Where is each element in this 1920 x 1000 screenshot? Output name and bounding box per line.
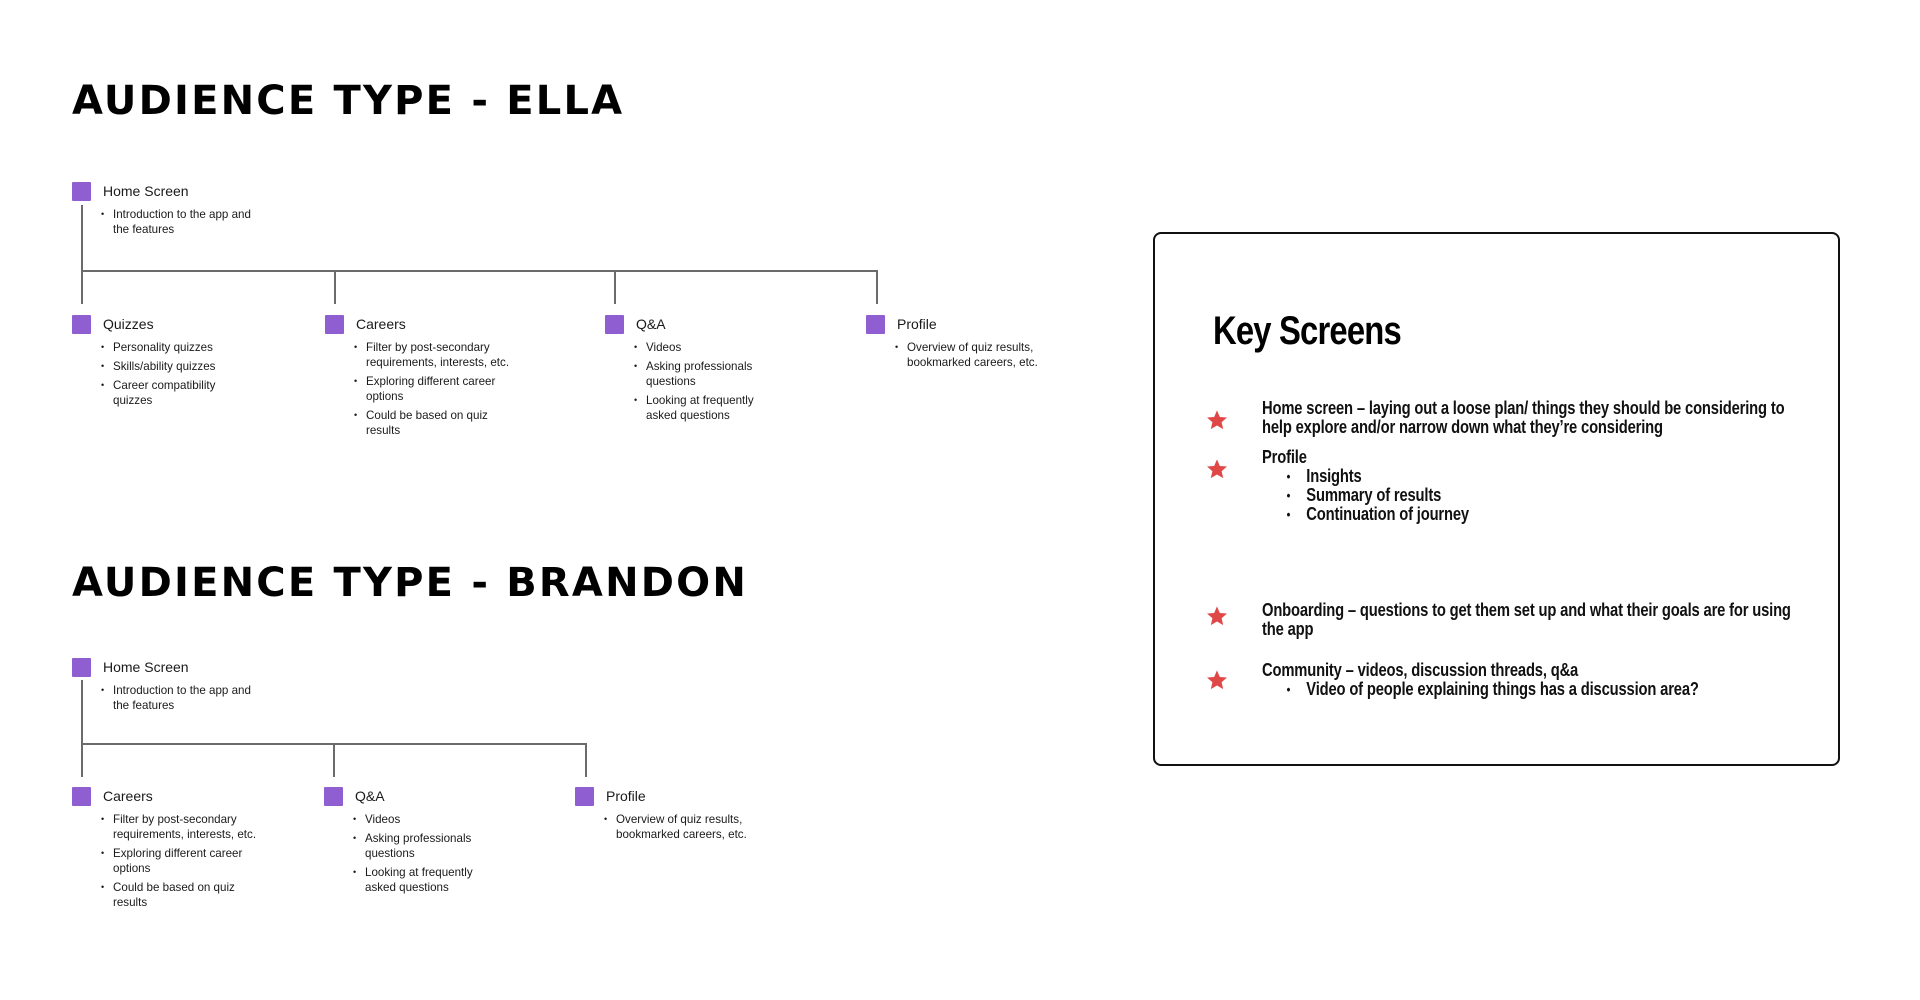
node-square-icon <box>605 315 624 334</box>
key-screen-text: Home screen – laying out a loose plan/ t… <box>1262 398 1785 437</box>
node-square-icon <box>72 787 91 806</box>
connector-line <box>81 680 83 745</box>
key-screen-sublist: Insights Summary of results Continuation… <box>1262 467 1804 525</box>
brandon-title: AUDIENCE TYPE - BRANDON <box>72 560 749 606</box>
node-square-icon <box>325 315 344 334</box>
bullet-item: Exploring different career options <box>354 374 514 404</box>
bullet-item: Looking at frequently asked questions <box>353 865 503 895</box>
node-label: Careers <box>103 788 153 804</box>
node-bullets: Overview of quiz results, bookmarked car… <box>895 340 1065 374</box>
bullet-item: Could be based on quiz results <box>354 408 514 438</box>
key-screen-text: Onboarding – questions to get them set u… <box>1262 600 1791 639</box>
node-bullets: Filter by post-secondary requirements, i… <box>354 340 514 442</box>
bullet-item: Videos <box>634 340 784 355</box>
node-label: Home Screen <box>103 659 189 675</box>
connector-line <box>585 743 587 777</box>
node-bullets: Introduction to the app and the features <box>101 207 251 241</box>
bullet-item: Personality quizzes <box>101 340 251 355</box>
bullet-item: Asking professionals questions <box>634 359 784 389</box>
node-label: Home Screen <box>103 183 189 199</box>
node-bullets: Personality quizzes Skills/ability quizz… <box>101 340 251 412</box>
star-icon <box>1207 670 1227 690</box>
node-bullets: Videos Asking professionals questions Lo… <box>634 340 784 427</box>
node-bullets: Introduction to the app and the features <box>101 683 251 717</box>
key-screen-sublist: Video of people explaining things has a … <box>1262 680 1804 700</box>
sub-bullet: Continuation of journey <box>1287 505 1804 525</box>
connector-line <box>81 270 83 304</box>
sub-bullet: Video of people explaining things has a … <box>1287 680 1804 700</box>
connector-line <box>333 743 335 777</box>
node-square-icon <box>866 315 885 334</box>
node-label: Q&A <box>355 788 385 804</box>
node-bullets: Filter by post-secondary requirements, i… <box>101 812 261 914</box>
connector-line <box>81 743 83 777</box>
bullet-item: Introduction to the app and the features <box>101 683 251 713</box>
bullet-item: Asking professionals questions <box>353 831 503 861</box>
key-screens-panel <box>1153 232 1840 766</box>
bullet-item: Looking at frequently asked questions <box>634 393 784 423</box>
bullet-item: Filter by post-secondary requirements, i… <box>101 812 261 842</box>
bullet-item: Filter by post-secondary requirements, i… <box>354 340 514 370</box>
bullet-item: Skills/ability quizzes <box>101 359 251 374</box>
key-screen-text: Community – videos, discussion threads, … <box>1262 660 1579 680</box>
star-icon <box>1207 410 1227 430</box>
star-icon <box>1207 459 1227 479</box>
bullet-item: Introduction to the app and the features <box>101 207 251 237</box>
node-square-icon <box>72 315 91 334</box>
bullet-item: Overview of quiz results, bookmarked car… <box>604 812 774 842</box>
node-label: Profile <box>897 316 937 332</box>
sub-bullet: Insights <box>1287 467 1804 487</box>
ella-title: AUDIENCE TYPE - ELLA <box>72 78 625 124</box>
node-bullets: Overview of quiz results, bookmarked car… <box>604 812 774 846</box>
connector-line <box>81 270 878 272</box>
key-screens-title: Key Screens <box>1213 309 1402 353</box>
bullet-item: Videos <box>353 812 503 827</box>
node-square-icon <box>72 182 91 201</box>
node-label: Quizzes <box>103 316 154 332</box>
key-screen-text: Profile <box>1262 447 1307 467</box>
connector-line <box>614 270 616 304</box>
connector-line <box>876 270 878 304</box>
star-icon <box>1207 606 1227 626</box>
bullet-item: Exploring different career options <box>101 846 261 876</box>
node-label: Profile <box>606 788 646 804</box>
bullet-item: Career compatibility quizzes <box>101 378 251 408</box>
node-square-icon <box>72 658 91 677</box>
sub-bullet: Summary of results <box>1287 486 1804 506</box>
bullet-item: Could be based on quiz results <box>101 880 261 910</box>
connector-line <box>81 205 83 272</box>
connector-line <box>334 270 336 304</box>
node-square-icon <box>324 787 343 806</box>
node-label: Q&A <box>636 316 666 332</box>
node-bullets: Videos Asking professionals questions Lo… <box>353 812 503 899</box>
node-square-icon <box>575 787 594 806</box>
bullet-item: Overview of quiz results, bookmarked car… <box>895 340 1065 370</box>
node-label: Careers <box>356 316 406 332</box>
